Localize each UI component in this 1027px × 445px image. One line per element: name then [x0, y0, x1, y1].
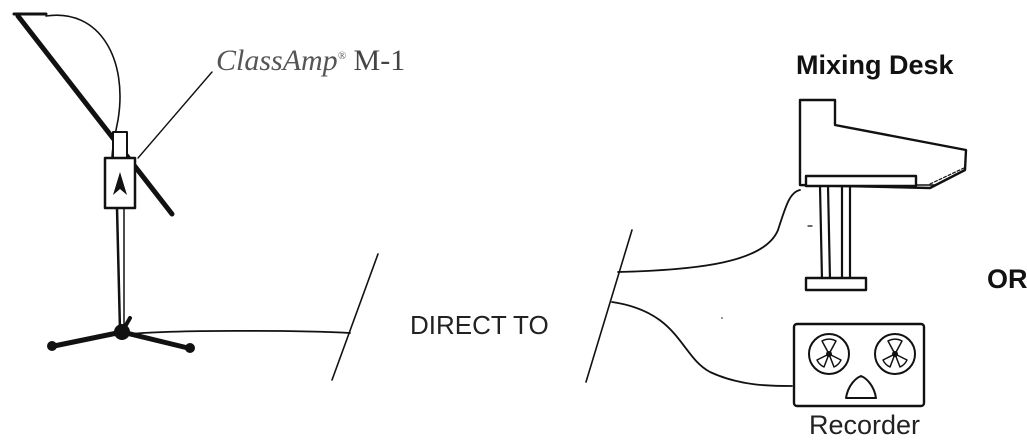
classamp-trademark: ®: [337, 50, 347, 62]
direct-to-label: DIRECT TO: [410, 310, 549, 340]
classamp-label: ClassAmp® M-1: [216, 44, 405, 78]
recorder-drawing: [792, 322, 926, 408]
or-label: OR: [987, 264, 1027, 294]
classamp-model: M-1: [346, 44, 406, 77]
classamp-name: ClassAmp: [216, 44, 338, 77]
microphone-stand: [12, 12, 351, 353]
cable-break-right: [585, 229, 633, 383]
recorder-label: Recorder: [809, 410, 921, 440]
classamp-unit: [103, 156, 137, 210]
cable-break-left: [331, 253, 379, 381]
cable-to-recorder: [611, 301, 793, 387]
mixing-desk-drawing: [798, 98, 968, 292]
classamp-leader-line: [137, 71, 213, 159]
mixing-desk-label: Mixing Desk: [796, 50, 954, 80]
cable-to-mixing-desk: [617, 189, 801, 273]
